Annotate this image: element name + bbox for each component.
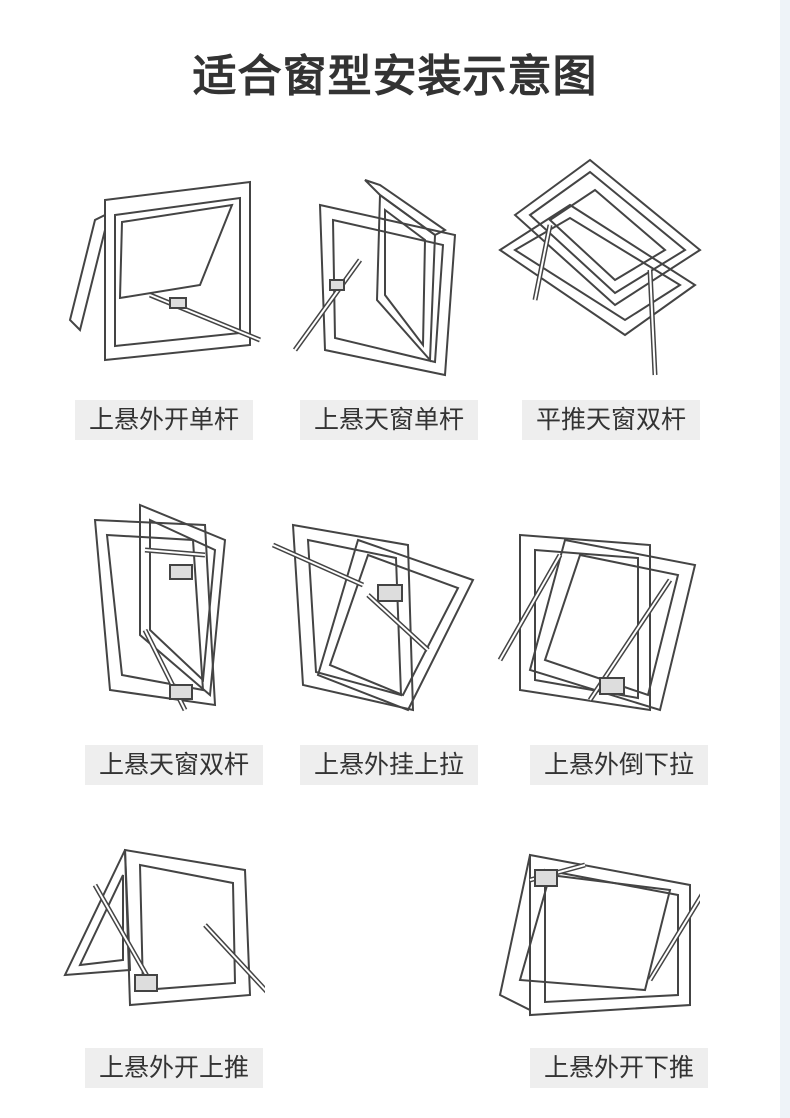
top-hung-skylight-single-strut-window-icon	[285, 170, 495, 400]
top-hung-skylight-double-strut-window-icon	[85, 495, 295, 725]
top-hung-outward-push-up-window-icon	[55, 835, 265, 1065]
right-edge-strip	[780, 0, 790, 1118]
top-hung-outward-push-down-window-icon	[490, 840, 700, 1070]
window-type-label: 上悬外开单杆	[75, 400, 253, 440]
top-hung-external-pull-up-window-icon	[268, 500, 478, 730]
window-type-label: 平推天窗双杆	[522, 400, 700, 440]
top-hung-outward-tilt-pull-down-window-icon	[490, 520, 700, 750]
page-title: 适合窗型安装示意图	[192, 51, 598, 102]
window-type-label: 上悬天窗单杆	[300, 400, 478, 440]
window-type-label: 上悬天窗双杆	[85, 745, 263, 785]
top-hung-outward-single-strut-window-icon	[60, 170, 270, 400]
window-type-label: 上悬外开下推	[530, 1048, 708, 1088]
parallel-push-skylight-double-strut-window-icon	[495, 150, 705, 380]
window-type-label: 上悬外开上推	[85, 1048, 263, 1088]
window-type-label: 上悬外倒下拉	[530, 745, 708, 785]
window-type-label: 上悬外挂上拉	[300, 745, 478, 785]
